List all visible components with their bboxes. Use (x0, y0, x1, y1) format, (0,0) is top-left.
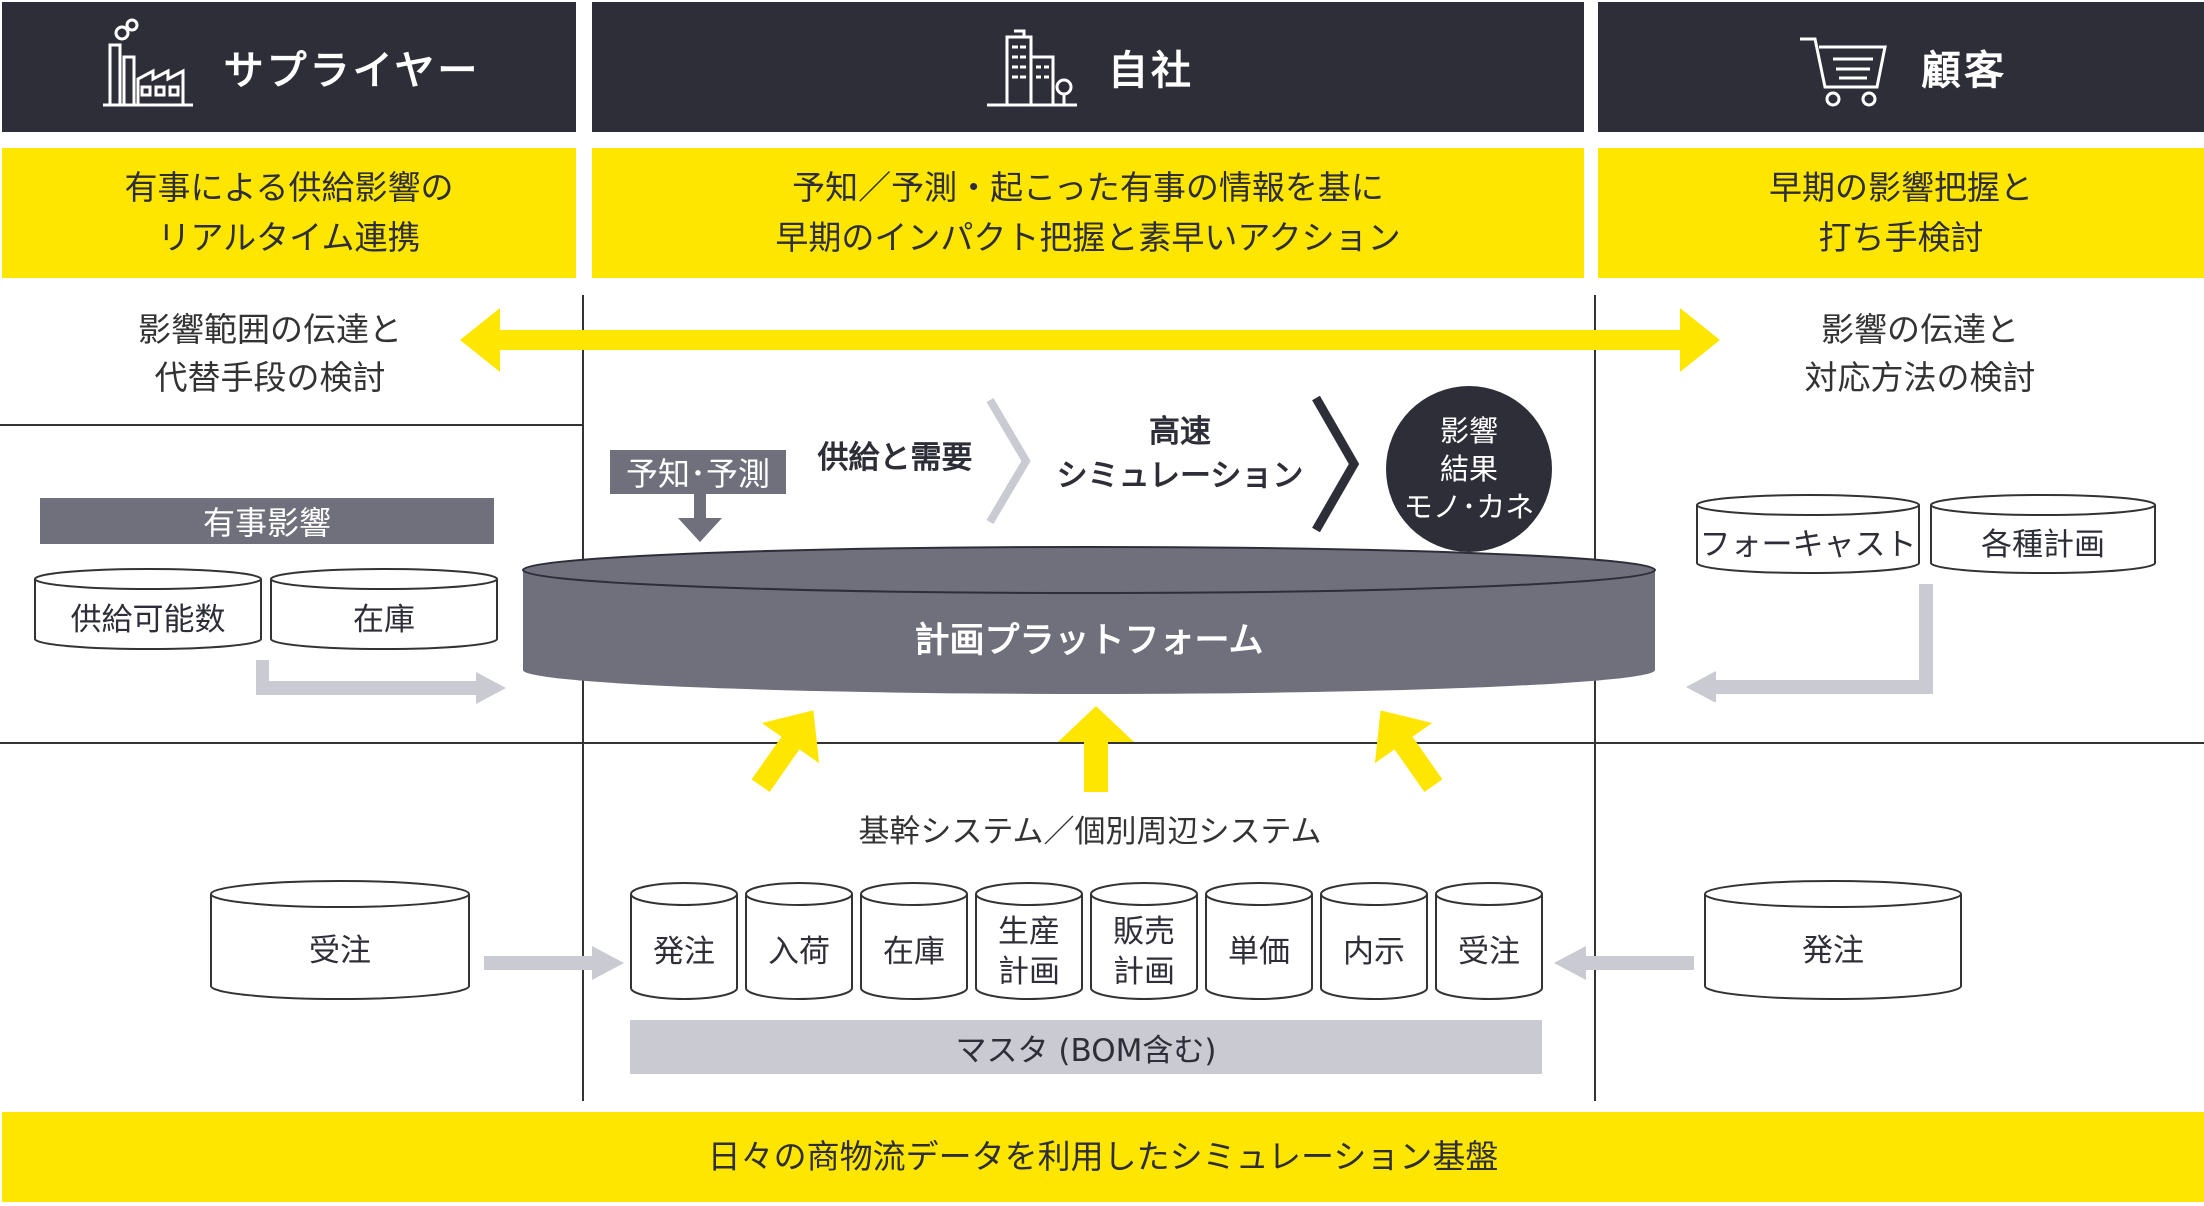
customer-db-plans: 各種計画 (1930, 494, 2156, 574)
supplier-order-label: 受注 (309, 933, 371, 969)
customer-order-label: 発注 (1802, 933, 1864, 969)
divider-horizontal-upper (0, 424, 583, 426)
supplier-to-systems-arrow (484, 946, 624, 980)
double-arrow (460, 308, 1720, 372)
customer-order-db: 発注 (1704, 880, 1962, 1000)
supplier-db-label: 在庫 (353, 602, 415, 638)
building-icon (987, 29, 1077, 107)
factory-icon (102, 18, 193, 107)
system-db-production-plan: 生産 計画 (975, 882, 1083, 1000)
system-db-order-placement: 発注 (630, 882, 738, 1000)
customer-to-platform-arrow (1686, 584, 1933, 702)
supplier-order-db: 受注 (210, 880, 470, 1000)
customer-db-label: 各種計画 (1981, 527, 2105, 563)
supplier-title: サプライヤー (223, 48, 481, 94)
footer-banner: 日々の商物流データを利用したシミュレーション基盤 (2, 1112, 2204, 1202)
system-label: 販売 計画 (1113, 914, 1175, 990)
impact-circle: 影響 結果 モノ･カネ (1386, 386, 1552, 552)
up-arrow-right (1374, 710, 1443, 792)
system-db-order-received: 受注 (1435, 882, 1543, 1000)
master-bar: マスタ (BOM含む) (630, 1020, 1542, 1074)
company-header: 自社 (592, 2, 1584, 132)
customer-note: 影響の伝達と 対応方法の検討 (1804, 310, 2036, 397)
customer-db-label: フォーキャスト (1699, 527, 1917, 563)
up-arrow-center (1058, 706, 1134, 792)
system-label: 生産 計画 (998, 914, 1060, 990)
system-label: 在庫 (883, 934, 945, 970)
customer-to-systems-arrow (1554, 946, 1694, 980)
customer-banner: 早期の影響把握と 打ち手検討 (1598, 148, 2204, 278)
systems-row: 発注 入荷 在庫 生産 計画 販売 計画 単価 内示 受注 (630, 882, 1548, 1002)
up-arrow-left (751, 710, 820, 792)
supplier-header: サプライヤー (2, 2, 576, 132)
core-systems-label: 基幹システム／個別周辺システム (858, 814, 1322, 850)
company-banner: 予知／予測・起こった有事の情報を基に 早期のインパクト把握と素早いアクション (592, 148, 1584, 278)
supplier-label-bar: 有事影響 (40, 498, 494, 544)
customer-title: 顧客 (1921, 48, 2007, 94)
supplier-note: 影響範囲の伝達と 代替手段の検討 (138, 310, 402, 397)
system-label: 受注 (1458, 934, 1520, 970)
chevron-right-icon (1312, 395, 1360, 533)
system-label: 入荷 (768, 934, 830, 970)
forecast-tag: 予知･予測 (610, 450, 786, 494)
supplier-db-stock: 在庫 (270, 568, 498, 650)
chevron-right-icon (986, 397, 1031, 525)
supplier-db-label: 供給可能数 (70, 602, 226, 638)
system-db-inventory: 在庫 (860, 882, 968, 1000)
system-label: 内示 (1343, 934, 1405, 970)
supplier-to-platform-arrow (256, 660, 506, 704)
platform-label: 計画プラットフォーム (914, 621, 1264, 661)
system-db-receiving: 入荷 (745, 882, 853, 1000)
company-title: 自社 (1108, 48, 1194, 94)
supplier-banner: 有事による供給影響の リアルタイム連携 (2, 148, 576, 278)
supplier-db-available: 供給可能数 (34, 568, 262, 650)
system-label: 単価 (1228, 934, 1290, 970)
divider-vertical-left (582, 295, 584, 1101)
system-db-informal-notice: 内示 (1320, 882, 1428, 1000)
simulation-label: 高速 シミュレーション (1056, 414, 1304, 494)
divider-vertical-right (1594, 295, 1596, 1101)
supply-demand-label: 供給と需要 (817, 440, 973, 476)
planning-platform: 計画プラットフォーム (522, 546, 1656, 696)
forecast-down-arrow (678, 494, 722, 542)
customer-header: 顧客 (1598, 2, 2204, 132)
system-db-sales-plan: 販売 計画 (1090, 882, 1198, 1000)
customer-db-forecast: フォーキャスト (1696, 494, 1920, 574)
cart-icon (1800, 37, 1887, 107)
system-db-unit-price: 単価 (1205, 882, 1313, 1000)
system-label: 発注 (653, 934, 715, 970)
impact-label: 影響 結果 モノ･カネ (1403, 414, 1535, 524)
